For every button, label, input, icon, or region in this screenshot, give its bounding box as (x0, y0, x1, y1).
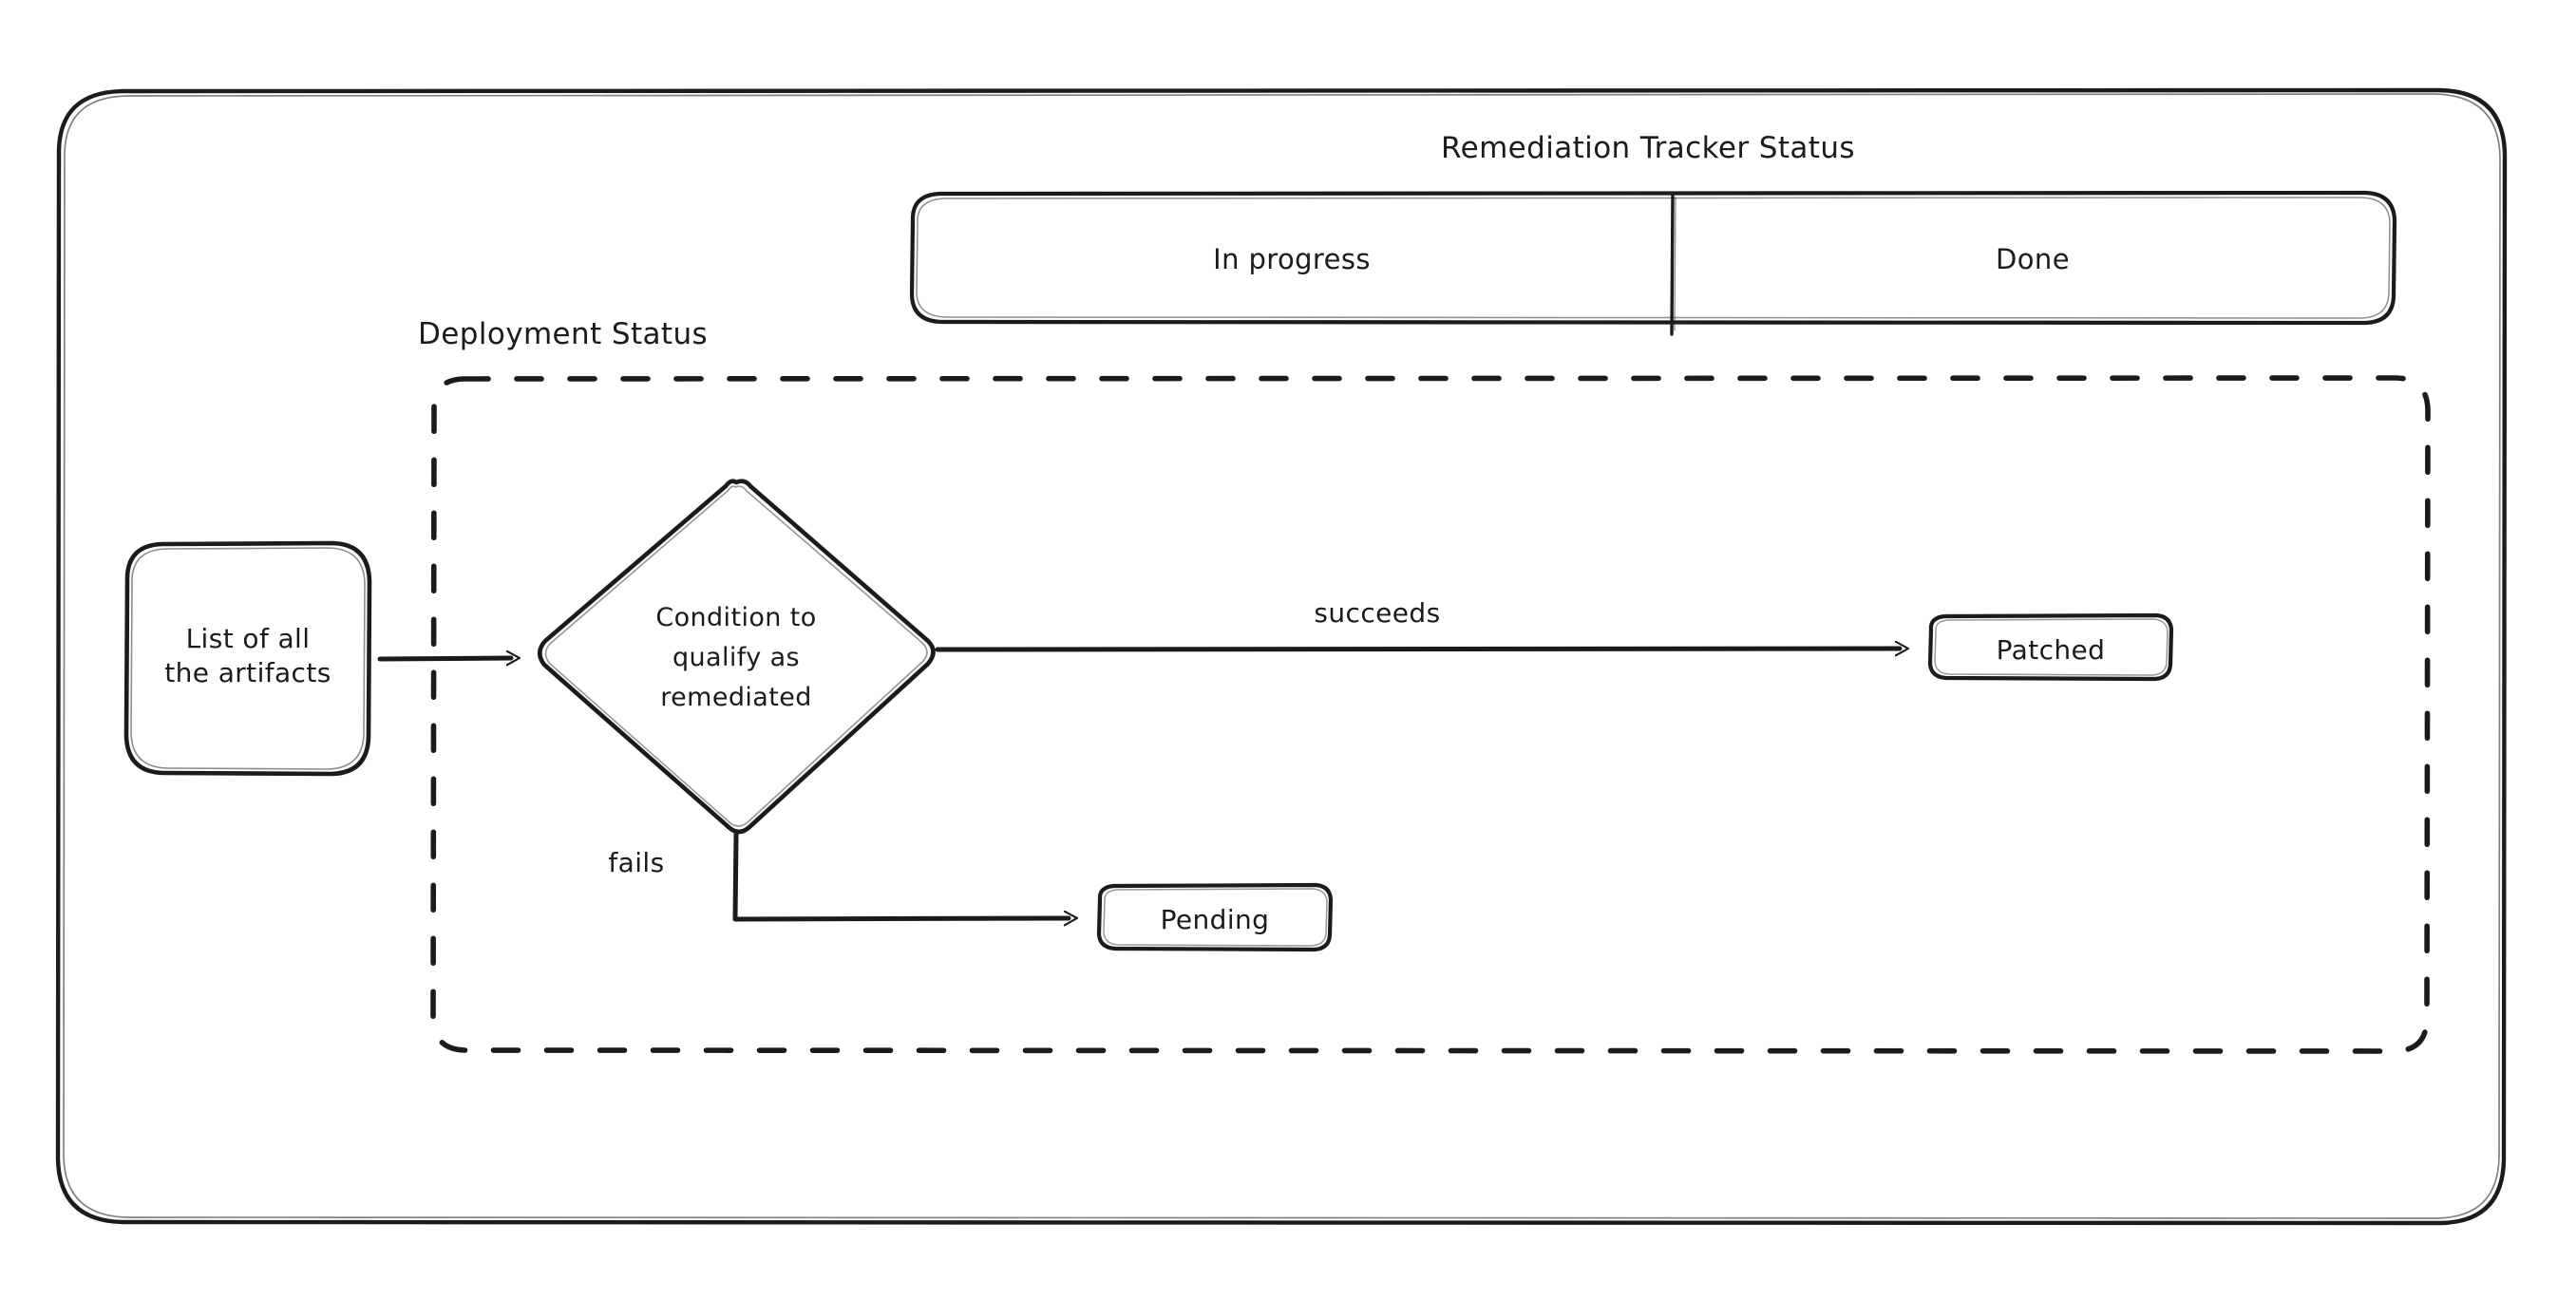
patched-node-shape (1927, 612, 2174, 682)
pending-node-label[interactable]: Pending (1160, 904, 1270, 935)
deployment-status-label: Deployment Status (418, 317, 709, 351)
edge-fails-to-pending (732, 831, 1069, 919)
decision-node-shape (537, 479, 936, 835)
artifacts-node-shape (123, 540, 372, 777)
edge-artifacts-to-decision (377, 658, 511, 659)
tracker-cell-in-progress[interactable]: In progress (1213, 243, 1371, 275)
edge-succeeds-to-patched (935, 649, 1900, 650)
patched-node-label[interactable]: Patched (1996, 634, 2106, 666)
page-title: Remediation Tracker Status (1441, 131, 1855, 165)
outer-frame (55, 87, 2508, 1226)
pending-node-shape (1096, 882, 1334, 952)
decision-node-line-3[interactable]: remediated (660, 683, 812, 712)
decision-node-line-2[interactable]: qualify as (672, 643, 800, 672)
tracker-status-bar (909, 190, 2397, 336)
decision-node-line-1[interactable]: Condition to (655, 603, 817, 632)
edge-label-fails: fails (608, 847, 665, 878)
edge-label-succeeds: succeeds (1314, 597, 1441, 629)
tracker-cell-done[interactable]: Done (1996, 243, 2070, 275)
artifacts-node-label[interactable]: List of all the artifacts (164, 623, 331, 689)
